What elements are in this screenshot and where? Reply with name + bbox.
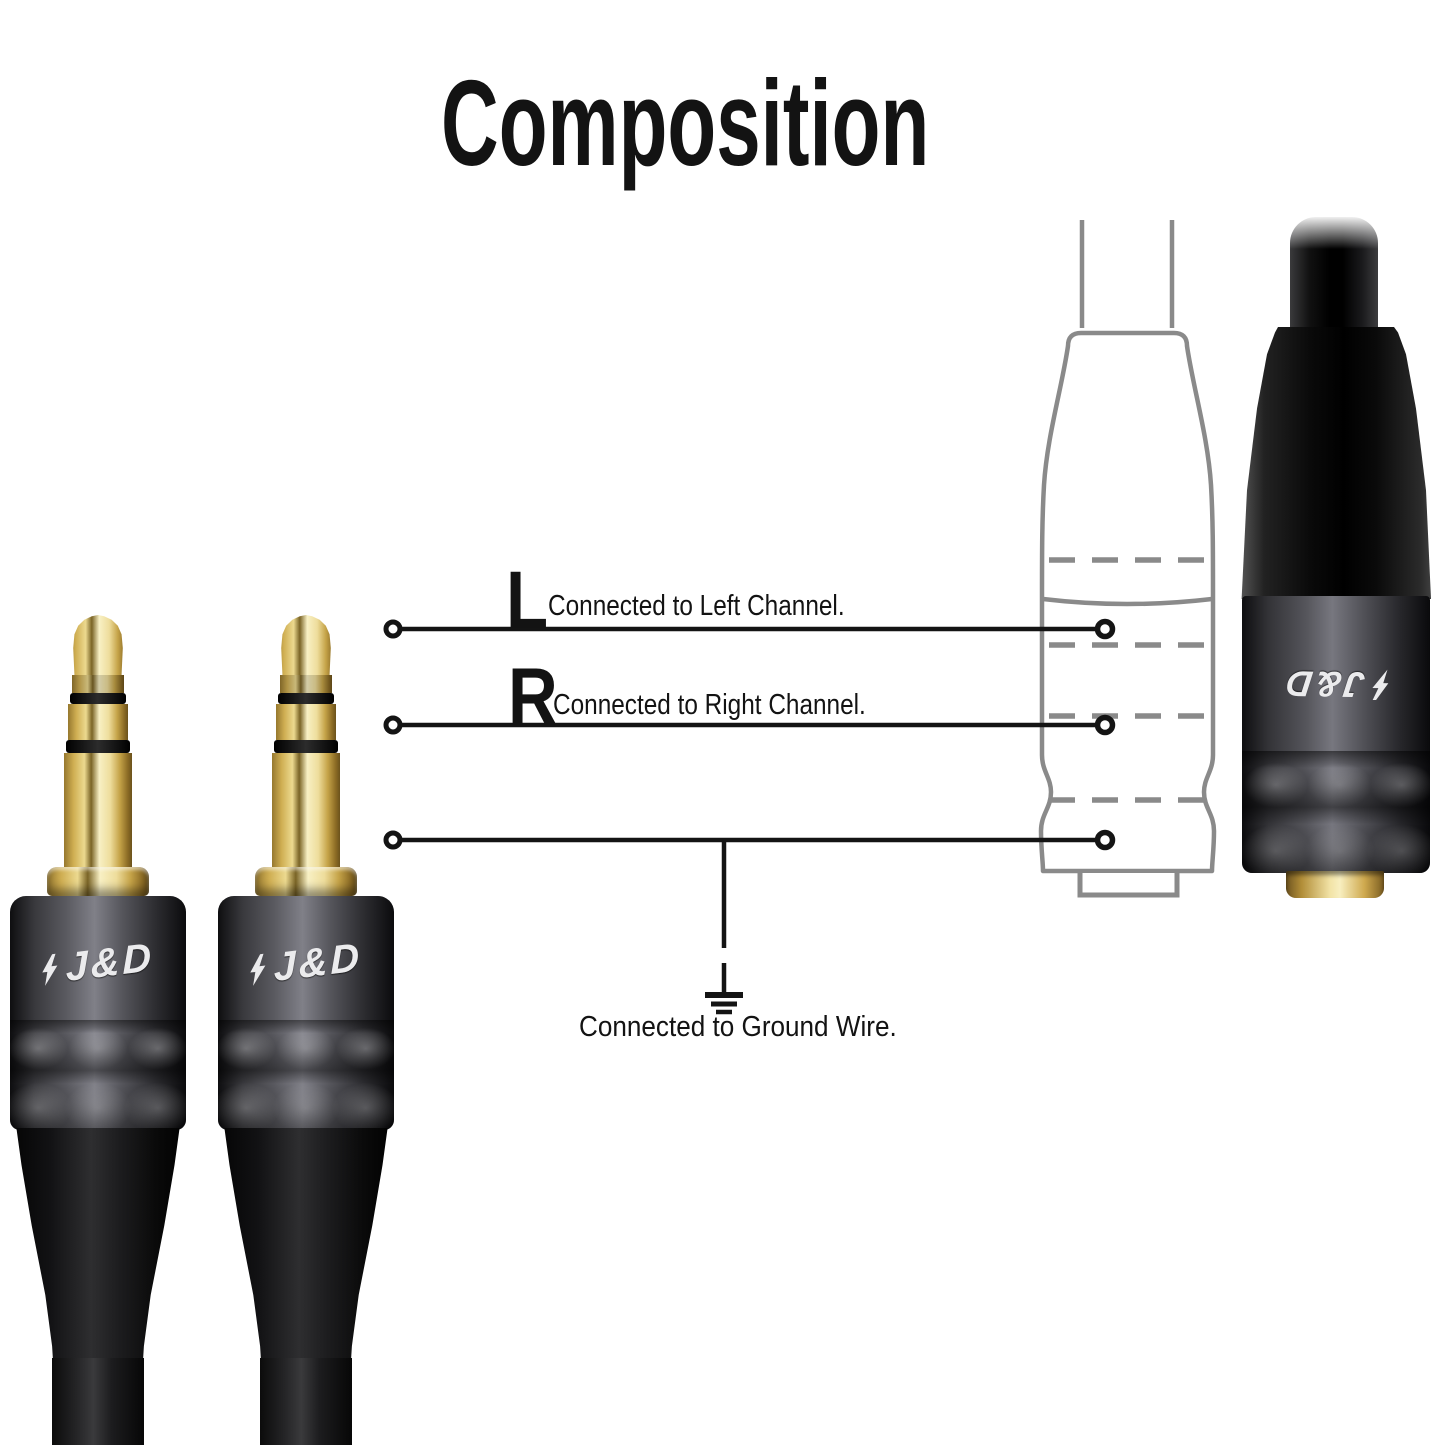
plug-tip xyxy=(73,615,123,675)
plug-barrel: J&D xyxy=(218,896,394,1130)
plug-flange xyxy=(255,867,357,896)
outline-port-stub xyxy=(1077,873,1180,898)
left-channel-description: Connected to Left Channel. xyxy=(548,590,845,622)
right-channel-label: R xyxy=(508,652,558,743)
plug-insulator-ring-top xyxy=(70,693,126,704)
brand-logo: J&D xyxy=(10,927,186,1001)
female-jack-photo: J&D xyxy=(1240,215,1440,899)
brand-logo-text: J&D xyxy=(65,934,155,991)
plug-cable xyxy=(52,1358,144,1445)
plug-shaft xyxy=(272,753,340,867)
page-title: Composition xyxy=(441,55,930,191)
plug-insulator-ring-bottom xyxy=(66,740,130,753)
male-plug-2: J&D xyxy=(216,615,396,1445)
female-strain-relief-boot xyxy=(1241,327,1431,599)
plug-barrel: J&D xyxy=(10,896,186,1130)
female-barrel: J&D xyxy=(1242,596,1430,873)
plug-strain-relief-boot xyxy=(16,1128,180,1360)
outline-section-arc xyxy=(1042,596,1213,607)
ground-description: Connected to Ground Wire. xyxy=(579,1011,897,1043)
plug-groove xyxy=(72,675,124,693)
plug-collar xyxy=(68,704,128,740)
lightning-bolt-icon xyxy=(42,953,58,986)
female-jack-outline-drawing xyxy=(1038,220,1217,898)
plug-insulator-ring-top xyxy=(278,693,334,704)
right-channel-description: Connected to Right Channel. xyxy=(553,689,866,721)
brand-logo-text: J&D xyxy=(273,934,363,991)
brand-logo-rotated: J&D xyxy=(1239,660,1432,707)
plug-shaft xyxy=(64,753,132,867)
lightning-bolt-icon xyxy=(250,953,266,986)
plug-flange xyxy=(47,867,149,896)
brand-logo: J&D xyxy=(218,927,394,1001)
plug-tip xyxy=(281,615,331,675)
plug-collar xyxy=(276,704,336,740)
left-channel-label: L xyxy=(506,555,549,646)
brand-logo-text: J&D xyxy=(1280,663,1367,706)
plug-groove xyxy=(280,675,332,693)
plug-insulator-ring-bottom xyxy=(274,740,338,753)
male-plug-1: J&D xyxy=(8,615,188,1445)
plug-strain-relief-boot xyxy=(224,1128,388,1360)
plug-cable xyxy=(260,1358,352,1445)
female-gold-port xyxy=(1286,871,1384,898)
ground-symbol-icon xyxy=(705,963,743,1015)
lightning-bolt-icon xyxy=(1371,669,1388,700)
female-cable xyxy=(1288,215,1380,329)
